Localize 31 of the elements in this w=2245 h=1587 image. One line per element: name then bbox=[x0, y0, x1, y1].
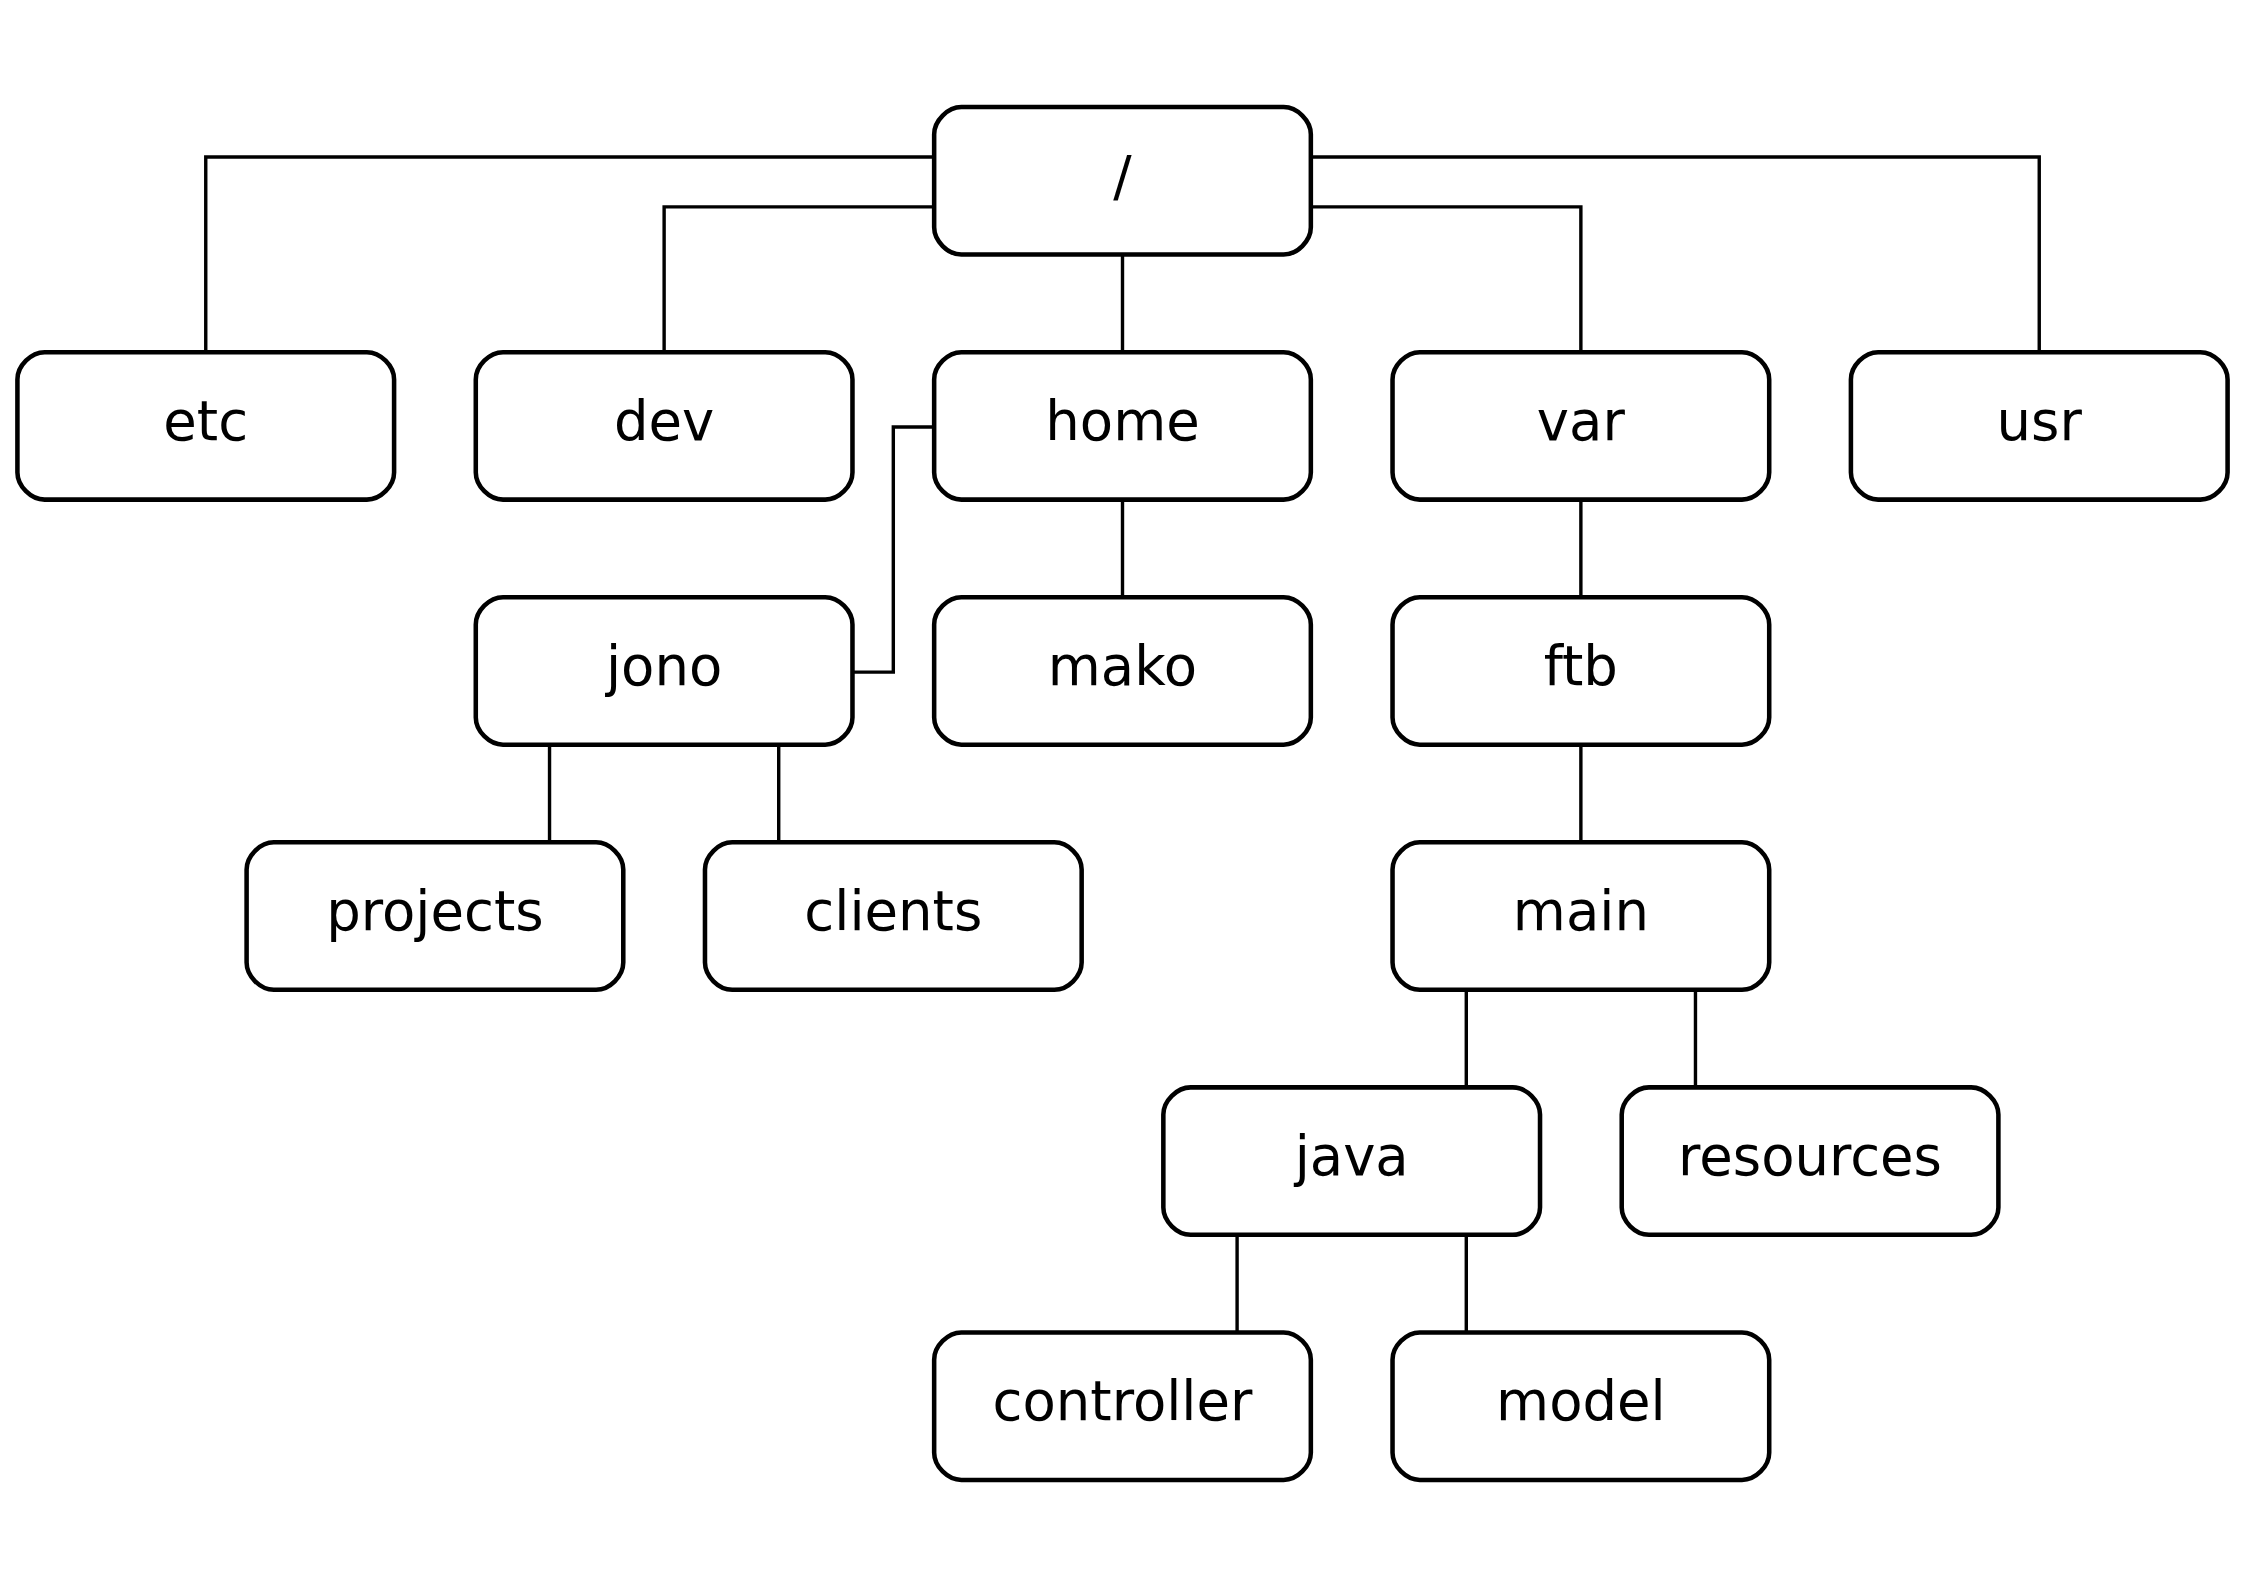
node-box: jono bbox=[473, 594, 855, 747]
connector bbox=[1120, 255, 1125, 352]
connector bbox=[1120, 500, 1125, 597]
connector bbox=[1579, 500, 1583, 597]
connector bbox=[1464, 990, 1468, 1088]
connector bbox=[1693, 990, 1698, 1088]
connector bbox=[1310, 205, 1583, 352]
connector bbox=[1235, 1235, 1239, 1333]
node-box: home bbox=[931, 349, 1314, 502]
node-box: ftb bbox=[1390, 594, 1772, 747]
node-box: mako bbox=[931, 594, 1314, 747]
node-box: clients bbox=[702, 840, 1084, 993]
connector bbox=[662, 205, 935, 352]
connector bbox=[777, 745, 781, 843]
node-box: model bbox=[1390, 1330, 1772, 1483]
node-box: main bbox=[1390, 840, 1772, 993]
node-box: / bbox=[931, 104, 1314, 257]
connector bbox=[853, 425, 934, 674]
node-box: controller bbox=[931, 1330, 1314, 1483]
connector bbox=[1311, 155, 2041, 352]
connector bbox=[204, 155, 934, 352]
node-box: var bbox=[1390, 349, 1772, 502]
node-box: usr bbox=[1848, 349, 2230, 502]
connector bbox=[1464, 1235, 1468, 1333]
node-box: java bbox=[1161, 1085, 1543, 1238]
node-box: projects bbox=[244, 840, 626, 993]
connector bbox=[1579, 745, 1583, 843]
connector bbox=[547, 745, 552, 843]
node-box: resources bbox=[1619, 1085, 2001, 1238]
node-box: dev bbox=[473, 349, 855, 502]
node-box: etc bbox=[15, 349, 397, 502]
